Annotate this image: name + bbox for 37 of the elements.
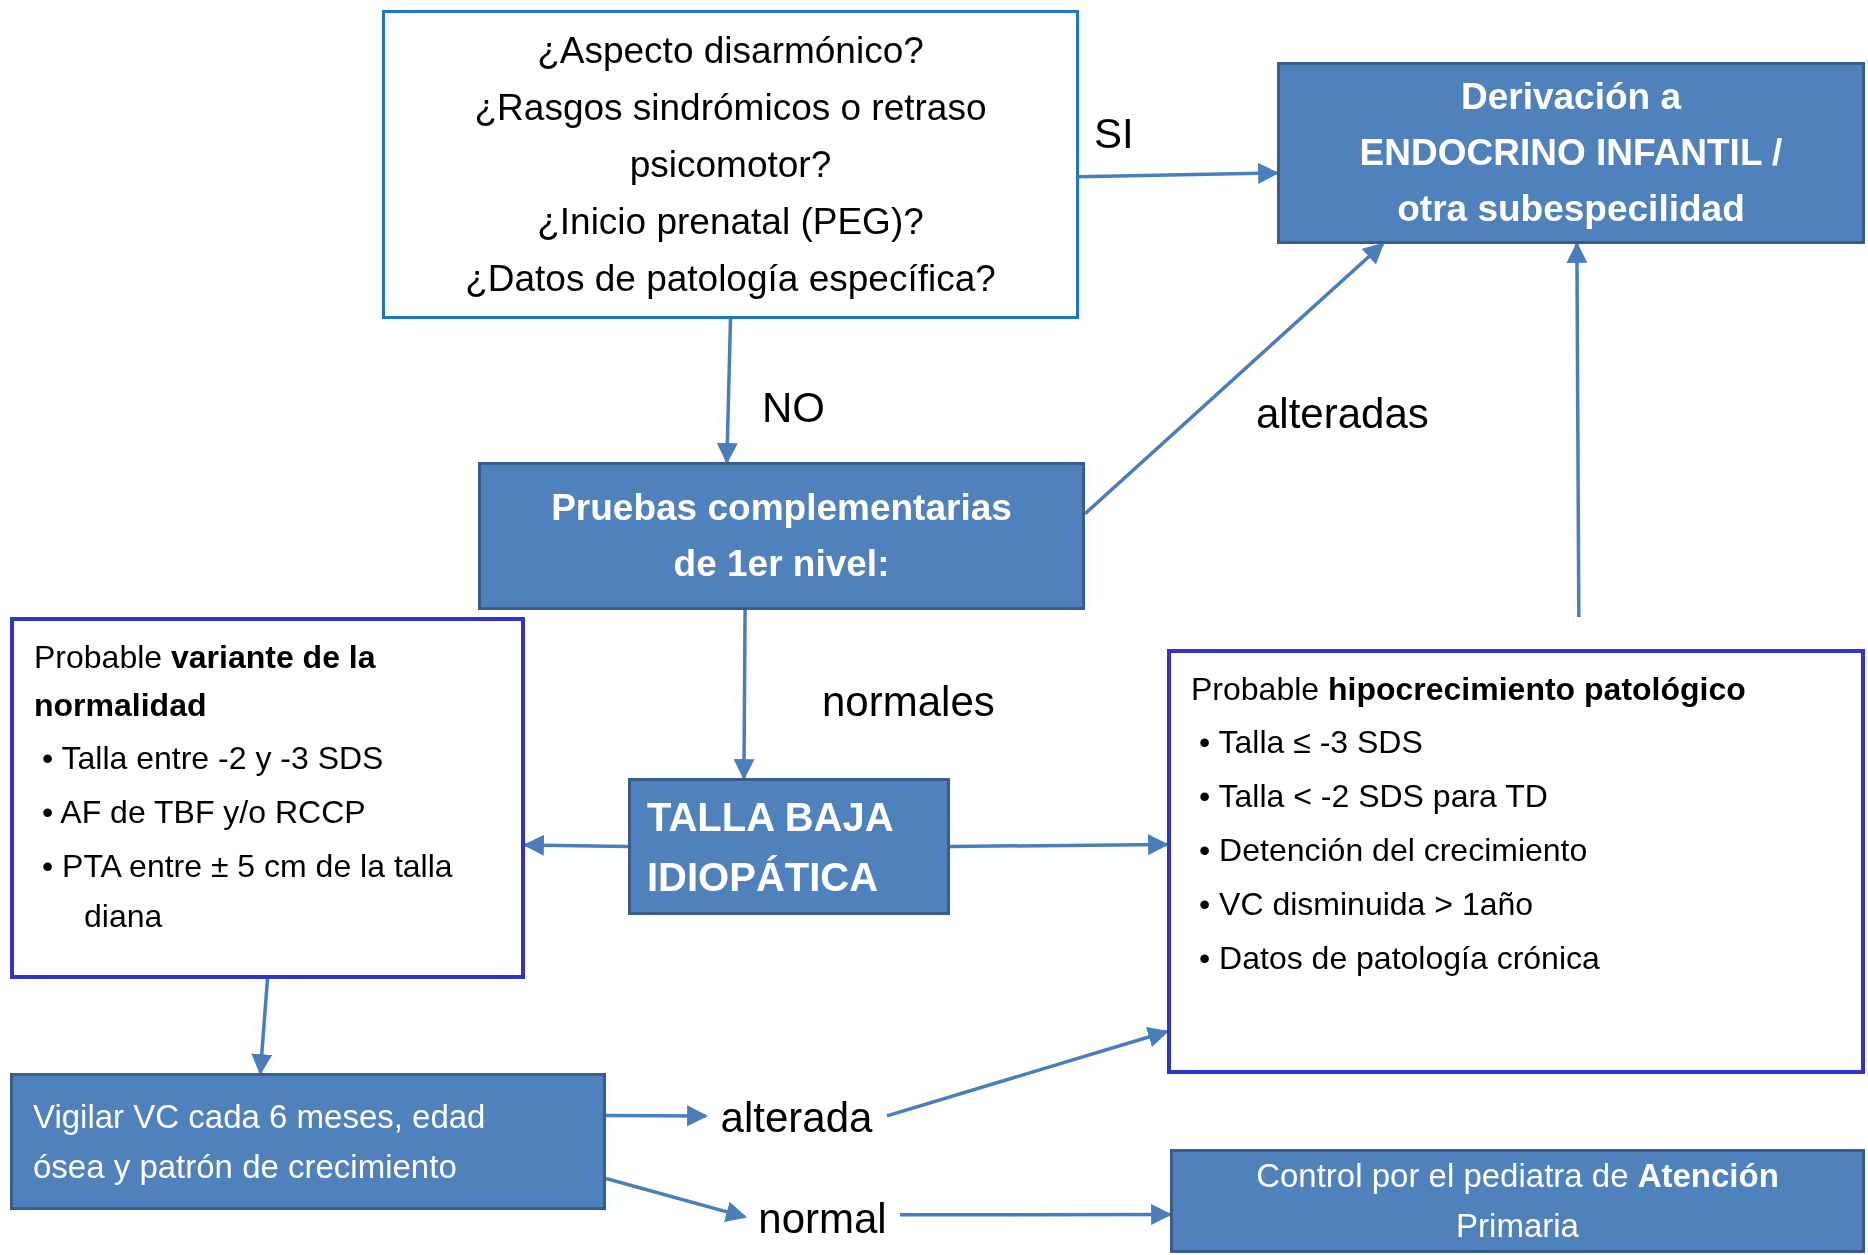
- criteria-box: [1167, 649, 1865, 1074]
- question-box: [382, 10, 1079, 319]
- node-text: Vigilar VC cada 6 meses, edad ósea y patrón de crecimiento: [33, 1096, 487, 1187]
- node-text: alterada: [720, 1092, 873, 1143]
- process-box: [1170, 1149, 1865, 1253]
- node-text: Derivación a ENDOCRINO INFANTIL / otra subespecilidad: [1358, 75, 1784, 231]
- node-text: ¿Aspecto disarmónico?: [537, 29, 924, 73]
- arrow: [605, 1176, 747, 1222]
- edge-label: alteradas: [1256, 389, 1429, 439]
- bullet-item: • Talla < -2 SDS para TD: [1198, 777, 1549, 816]
- node-text: Pruebas complementarias de 1er nivel:: [551, 486, 1012, 586]
- node-text: normal: [758, 1193, 887, 1244]
- bullet-item: • Detención del crecimiento: [1198, 831, 1589, 870]
- bullet-item: • Datos de patología crónica: [1198, 939, 1601, 978]
- process-box: [478, 462, 1085, 610]
- bullet-item: • Talla ≤ -3 SDS: [1198, 723, 1424, 762]
- arrow: [606, 1105, 709, 1127]
- bullet-item: • AF de TBF y/o RCCP: [41, 793, 367, 832]
- node-text: ¿Rasgos sindrómicos o retraso psicomotor?: [473, 86, 988, 187]
- criteria-box: [10, 617, 525, 979]
- edge-label: SI: [1094, 109, 1134, 159]
- node-text: ¿Datos de patología específica?: [465, 257, 996, 301]
- arrow: [1083, 242, 1385, 516]
- process-box: [10, 1073, 606, 1210]
- edge-label: normales: [822, 677, 995, 727]
- node-text: TALLA BAJA IDIOPÁTICA: [647, 793, 894, 901]
- bullet-item: • PTA entre ± 5 cm de la talla diana: [41, 847, 454, 936]
- process-box: [1277, 62, 1865, 244]
- arrow: [886, 1026, 1169, 1118]
- bullet-item: • Talla entre -2 y -3 SDS: [41, 739, 385, 778]
- node-text: ¿Inicio prenatal (PEG)?: [537, 200, 924, 244]
- node-text: Probable variante de la normalidad: [34, 638, 377, 725]
- node-text: Probable hipocrecimiento patológico: [1191, 670, 1747, 709]
- process-box: [628, 778, 950, 915]
- node-text: Control por el pediatra de Atención Primaria: [1255, 1156, 1780, 1246]
- edge-label: NO: [762, 383, 825, 433]
- bullet-item: • VC disminuida > 1año: [1198, 885, 1535, 924]
